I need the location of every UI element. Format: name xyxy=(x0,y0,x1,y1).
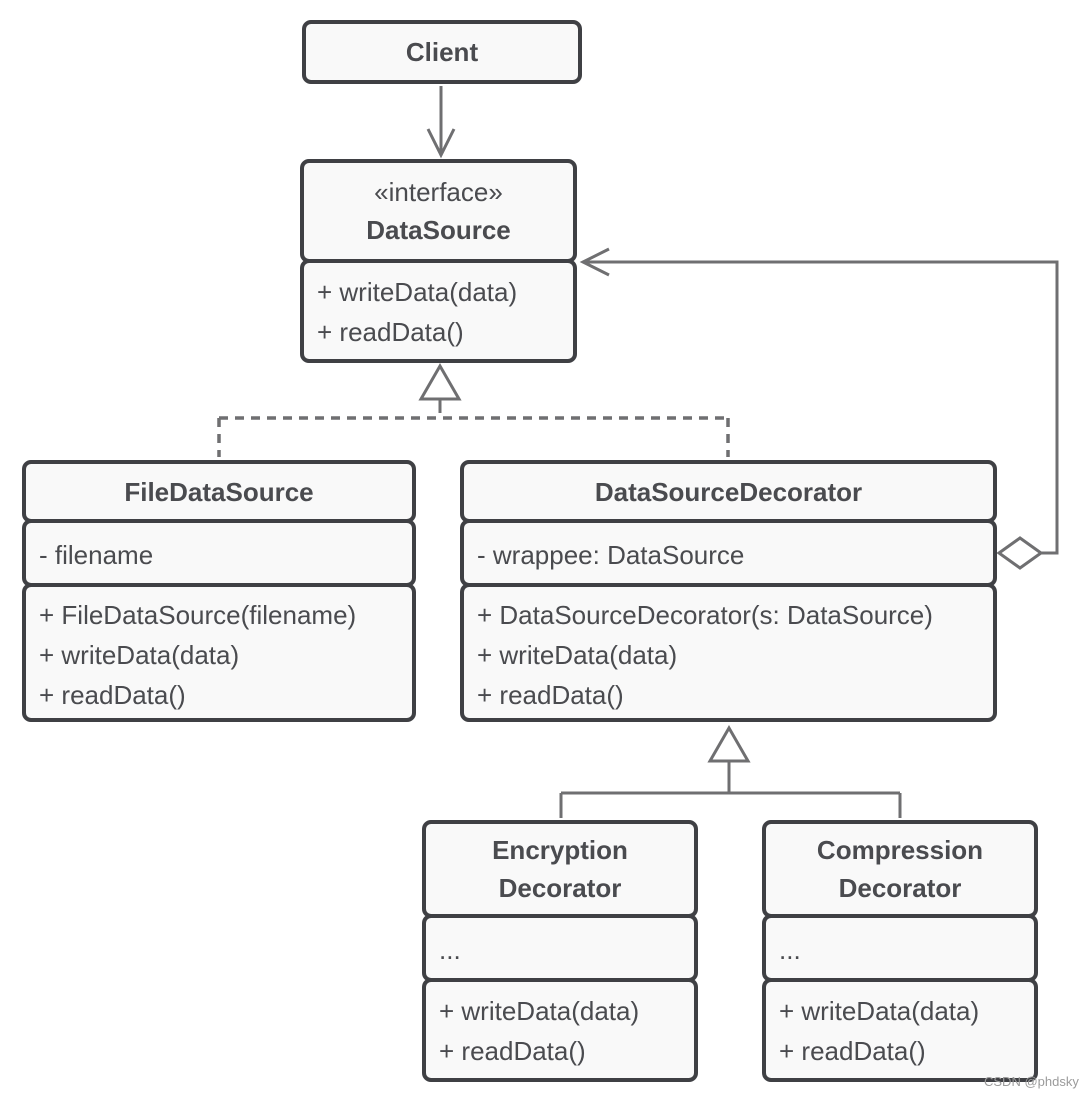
method-item: + readData() xyxy=(779,1036,926,1066)
class-box-compressiondecorator: Compression Decorator ... + writeData(da… xyxy=(762,820,1038,1082)
class-header-datasource: «interface» DataSource xyxy=(300,159,577,263)
class-box-datasource: «interface» DataSource + writeData(data)… xyxy=(300,159,577,363)
attributes-compartment-datasourcedecorator: - wrappee: DataSource xyxy=(460,519,997,587)
method-item: + readData() xyxy=(39,680,186,710)
method-item: + readData() xyxy=(317,317,464,347)
class-header-client: Client xyxy=(302,20,582,84)
class-name-line2: Decorator xyxy=(498,873,622,903)
method-item: + writeData(data) xyxy=(39,640,240,670)
methods-compartment-encryptiondecorator: + writeData(data) + readData() xyxy=(422,978,698,1082)
method-item: + writeData(data) xyxy=(317,277,518,307)
class-box-filedatasource: FileDataSource - filename + FileDataSour… xyxy=(22,460,416,722)
method-item: + readData() xyxy=(477,680,624,710)
attribute-item: ... xyxy=(779,935,801,965)
class-header-filedatasource: FileDataSource xyxy=(22,460,416,523)
method-item: + writeData(data) xyxy=(779,996,980,1026)
attribute-item: ... xyxy=(439,935,461,965)
class-name: FileDataSource xyxy=(124,476,314,507)
open-arrowhead-icon-aggregation xyxy=(579,247,610,277)
methods-compartment-filedatasource: + FileDataSource(filename) + writeData(d… xyxy=(22,583,416,722)
class-box-encryptiondecorator: Encryption Decorator ... + writeData(dat… xyxy=(422,820,698,1082)
method-item: + writeData(data) xyxy=(477,640,678,670)
class-name-line1: Compression xyxy=(816,835,984,865)
attribute-item: - filename xyxy=(39,540,154,570)
class-name: DataSourceDecorator xyxy=(594,476,863,507)
class-name: Client xyxy=(405,37,479,67)
attribute-item: - wrappee: DataSource xyxy=(477,540,745,570)
hollow-triangle-icon-datasource xyxy=(418,362,462,401)
methods-compartment-datasourcedecorator: + DataSourceDecorator(s: DataSource) + w… xyxy=(460,583,997,722)
class-name-line1: Encryption xyxy=(492,835,628,865)
method-item: + readData() xyxy=(439,1036,586,1066)
watermark: CSDN @phdsky xyxy=(984,1074,1079,1089)
class-name-line2: Decorator xyxy=(838,873,962,903)
attributes-compartment-encryptiondecorator: ... xyxy=(422,914,698,982)
attributes-compartment-compressiondecorator: ... xyxy=(762,914,1038,982)
methods-compartment-datasource: + writeData(data) + readData() xyxy=(300,259,577,363)
methods-compartment-compressiondecorator: + writeData(data) + readData() xyxy=(762,978,1038,1082)
class-stereotype: «interface» xyxy=(374,177,503,207)
class-header-datasourcedecorator: DataSourceDecorator xyxy=(460,460,997,523)
method-item: + writeData(data) xyxy=(439,996,640,1026)
hollow-triangle-icon-decorator xyxy=(707,724,751,763)
class-box-client: Client xyxy=(302,20,582,84)
class-header-compressiondecorator: Compression Decorator xyxy=(762,820,1038,918)
attributes-compartment-filedatasource: - filename xyxy=(22,519,416,587)
open-arrowhead-icon xyxy=(426,128,456,159)
method-item: + DataSourceDecorator(s: DataSource) xyxy=(477,600,933,630)
class-name: DataSource xyxy=(366,215,511,245)
class-header-encryptiondecorator: Encryption Decorator xyxy=(422,820,698,918)
class-box-datasourcedecorator: DataSourceDecorator - wrappee: DataSourc… xyxy=(460,460,997,722)
method-item: + FileDataSource(filename) xyxy=(39,600,357,630)
aggregation-diamond-icon xyxy=(996,536,1044,570)
